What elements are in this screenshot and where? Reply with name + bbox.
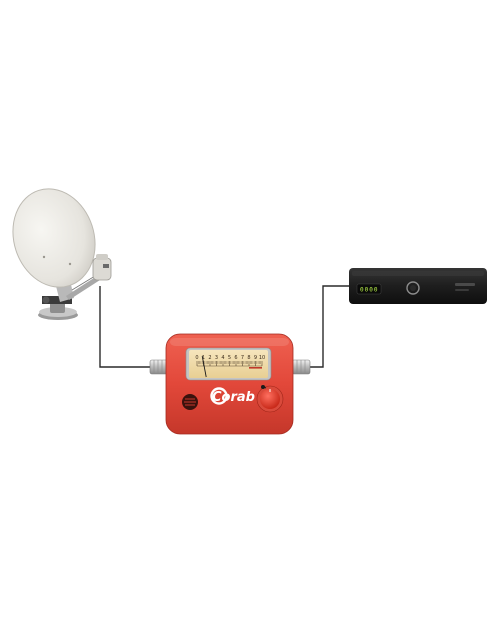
scale-number: 2	[208, 355, 211, 361]
cable-meter-to-receiver	[310, 285, 349, 368]
scale-red-zone	[249, 367, 262, 369]
scale-number: 7	[241, 355, 244, 361]
cables	[99, 285, 349, 368]
receiver-display: 0000	[360, 287, 378, 294]
scale-number: 5	[228, 355, 231, 361]
scale-number: 9	[254, 355, 257, 361]
cable-dish-to-meter	[99, 286, 150, 368]
scale-number: 6	[234, 355, 237, 361]
scale-number: 1	[202, 355, 205, 361]
scale-number: 4	[221, 355, 224, 361]
output-connector	[291, 359, 311, 375]
scale-number: 0	[195, 355, 198, 361]
meter-needle	[201, 355, 207, 378]
meter-face	[189, 350, 268, 378]
scale-number: 8	[247, 355, 250, 361]
receiver-power-ring	[406, 281, 420, 295]
speaker-icon	[182, 394, 198, 410]
scale-number: 3	[215, 355, 218, 361]
knob-icon	[256, 385, 284, 413]
brand-logo: Corab	[210, 387, 255, 405]
satellite-dish-icon	[12, 188, 112, 320]
receiver-icon: 0000	[349, 268, 487, 304]
scale-number: 10	[259, 355, 265, 361]
brand-logo-text: Corab	[212, 390, 255, 405]
